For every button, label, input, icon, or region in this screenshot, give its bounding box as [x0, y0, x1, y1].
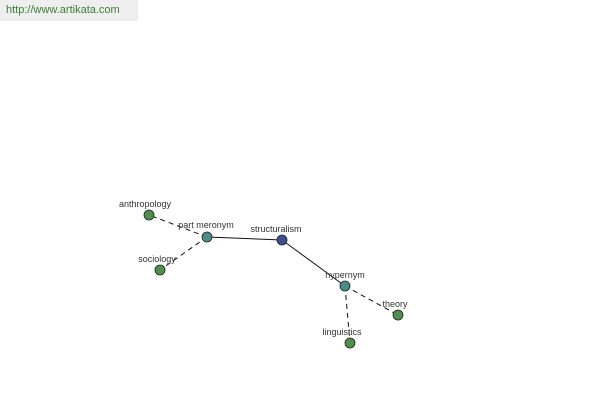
node-part_meronym[interactable] — [201, 231, 213, 243]
node-label-anthropology[interactable]: anthropology — [119, 199, 172, 209]
site-url-text[interactable]: http://www.artikata.com — [6, 4, 120, 16]
graph-nodes — [143, 209, 404, 349]
edge-part_meronym-anthropology — [148, 214, 208, 238]
node-hypernym[interactable] — [339, 280, 351, 292]
node-label-structuralism[interactable]: structuralism — [250, 224, 301, 234]
edge-hypernym-linguistics — [344, 285, 351, 344]
node-label-part_meronym[interactable]: part meronym — [178, 220, 234, 230]
node-label-hypernym[interactable]: hypernym — [325, 270, 365, 280]
node-sociology[interactable] — [154, 264, 166, 276]
edge-part_meronym-sociology — [159, 236, 208, 271]
node-structuralism[interactable] — [276, 234, 288, 246]
node-label-linguistics[interactable]: linguistics — [322, 327, 362, 337]
site-url-banner[interactable]: http://www.artikata.com — [0, 0, 138, 21]
edge-hypernym-theory — [344, 285, 399, 316]
node-theory[interactable] — [392, 309, 404, 321]
node-label-theory[interactable]: theory — [382, 299, 408, 309]
node-anthropology[interactable] — [143, 209, 155, 221]
node-label-sociology[interactable]: sociology — [138, 254, 176, 264]
node-linguistics[interactable] — [344, 337, 356, 349]
graph-labels: structuralism part meronym hypernym anthrop… — [119, 199, 408, 337]
edge-structuralism-hypernym — [281, 239, 346, 287]
edge-structuralism-part_meronym — [206, 236, 283, 241]
graph-edges — [148, 214, 399, 344]
